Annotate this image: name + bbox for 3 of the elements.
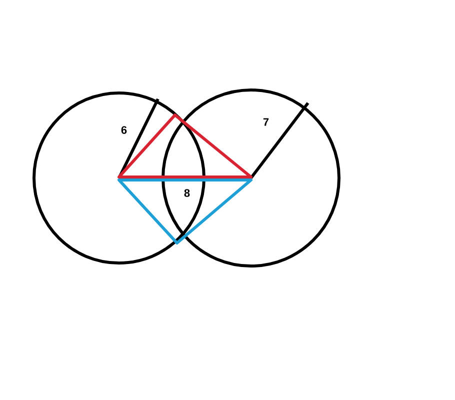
length-label: 6 <box>121 126 127 134</box>
length-label: 7 <box>263 118 269 126</box>
length-label: 8 <box>184 189 190 197</box>
